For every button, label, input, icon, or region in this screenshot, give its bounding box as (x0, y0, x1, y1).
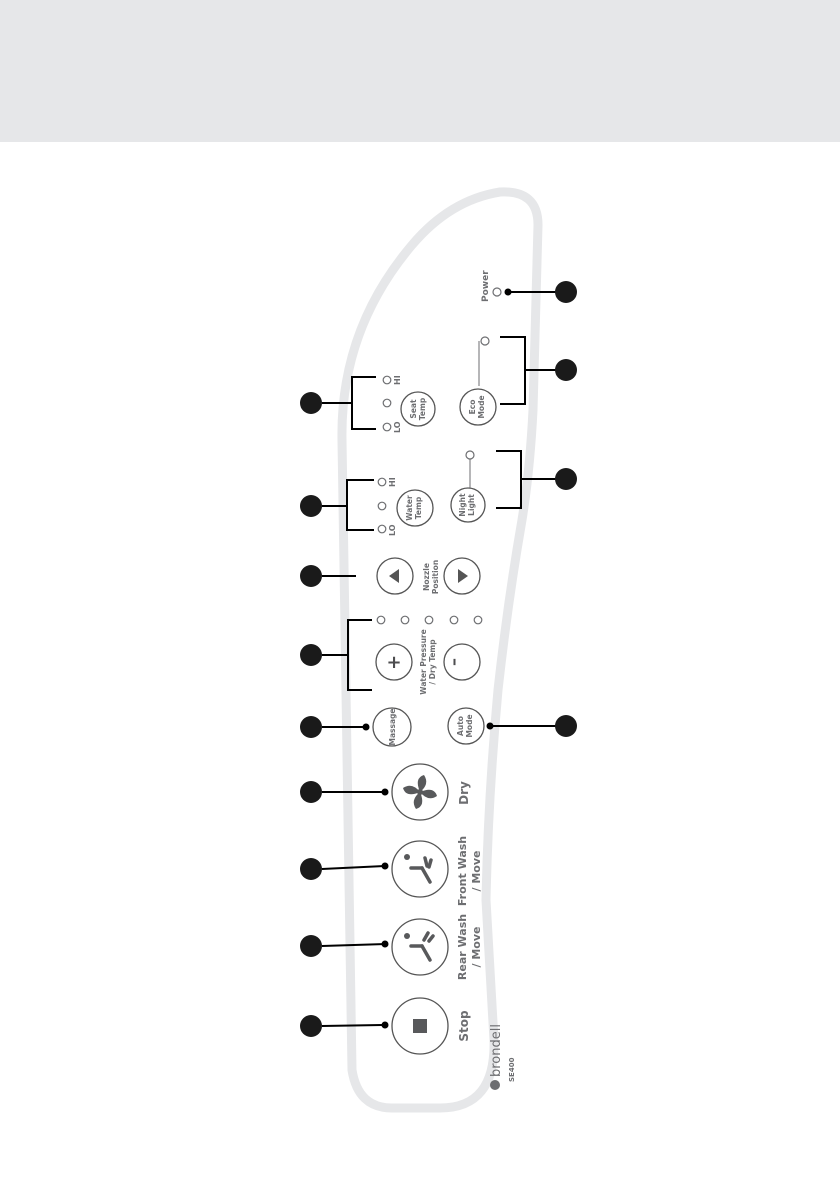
night-light-label-1: Night (458, 493, 467, 517)
eco-mode-button[interactable]: Eco Mode (460, 389, 496, 425)
auto-mode-callout (487, 715, 578, 737)
callout-marker (300, 565, 322, 587)
brand-mark-icon (490, 1080, 500, 1090)
front-wash-label-2: / Move (470, 851, 483, 892)
callout-marker (555, 281, 577, 303)
massage-callout (300, 716, 370, 738)
pressure-led-2 (401, 616, 409, 624)
auto-mode-button[interactable]: Auto Mode (448, 708, 484, 744)
water-temp-lo-label: LO (388, 524, 397, 536)
night-light-label-2: Light (467, 494, 476, 516)
pressure-callout (300, 620, 372, 690)
model-label: SE400 (508, 1057, 516, 1082)
pressure-led-row (377, 616, 482, 624)
pressure-label-1: Water Pressure (419, 629, 428, 694)
auto-mode-label-2: Mode (465, 714, 474, 737)
dry-button[interactable] (392, 764, 448, 820)
night-light-button[interactable]: Night Light (451, 488, 485, 522)
plus-icon: + (386, 652, 401, 673)
callout-marker (555, 715, 577, 737)
pressure-led-3 (425, 616, 433, 624)
water-temp-led-lo (378, 525, 386, 533)
pressure-minus-button[interactable]: – (444, 644, 480, 680)
water-temp-hi-label: HI (388, 477, 397, 487)
water-temp-button[interactable]: Water Temp (397, 490, 433, 526)
seat-temp-button[interactable]: Seat Temp (401, 392, 435, 426)
seat-temp-label-2: Temp (418, 397, 427, 420)
eco-mode-led (481, 337, 489, 345)
callout-marker (300, 781, 322, 803)
seat-temp-lo-label: LO (393, 421, 402, 433)
callout-marker (555, 468, 577, 490)
stop-callout (300, 1015, 389, 1037)
callout-marker (300, 1015, 322, 1037)
pressure-led-1 (377, 616, 385, 624)
nozzle-label-1: Nozzle (422, 563, 431, 591)
pressure-plus-button[interactable]: + (376, 644, 412, 680)
water-temp-label-2: Temp (414, 496, 423, 519)
night-light-led (466, 451, 474, 459)
callout-marker (300, 392, 322, 414)
massage-label: Massage (388, 709, 397, 746)
seat-temp-led-lo (383, 423, 391, 431)
nozzle-forward-button[interactable] (444, 558, 480, 594)
eco-mode-label-2: Mode (477, 395, 486, 418)
brand-name: brondell (489, 1024, 504, 1077)
callout-marker (300, 495, 322, 517)
rear-wash-callout (300, 935, 389, 957)
stop-square-icon (413, 1019, 427, 1033)
massage-button[interactable]: Massage (373, 708, 411, 746)
power-label: Power (481, 270, 491, 302)
pressure-led-4 (450, 616, 458, 624)
water-temp-led-hi (378, 478, 386, 486)
eco-mode-label-1: Eco (468, 400, 477, 415)
callout-marker (300, 644, 322, 666)
night-light-callout (496, 451, 577, 508)
callout-marker (555, 359, 577, 381)
front-wash-label-1: Front Wash (456, 836, 469, 906)
nozzle-label-2: Position (431, 560, 440, 594)
water-temp-label-1: Water (405, 495, 414, 521)
seat-temp-label-1: Seat (409, 399, 418, 419)
callout-marker (300, 716, 322, 738)
nozzle-back-button[interactable] (377, 558, 413, 594)
seat-temp-hi-label: HI (393, 375, 402, 385)
auto-mode-label-1: Auto (456, 716, 465, 736)
seat-temp-led-mid (383, 399, 391, 407)
stop-label: Stop (457, 1010, 471, 1042)
remote-panel-outline (342, 192, 538, 1108)
power-led (493, 288, 501, 296)
pressure-led-5 (474, 616, 482, 624)
minus-icon: – (444, 658, 463, 666)
callout-marker (300, 858, 322, 880)
water-temp-led-mid (378, 502, 386, 510)
rear-wash-label-2: / Move (470, 927, 483, 968)
rear-wash-label-1: Rear Wash (456, 914, 469, 980)
seat-temp-led-hi (383, 376, 391, 384)
pressure-label-2: / Dry Temp (428, 639, 437, 685)
callout-marker (300, 935, 322, 957)
stop-button[interactable] (392, 998, 448, 1054)
front-wash-button[interactable] (392, 841, 448, 897)
dry-label: Dry (457, 781, 471, 805)
water-temp-callout (300, 480, 374, 530)
rear-wash-button[interactable] (392, 919, 448, 975)
